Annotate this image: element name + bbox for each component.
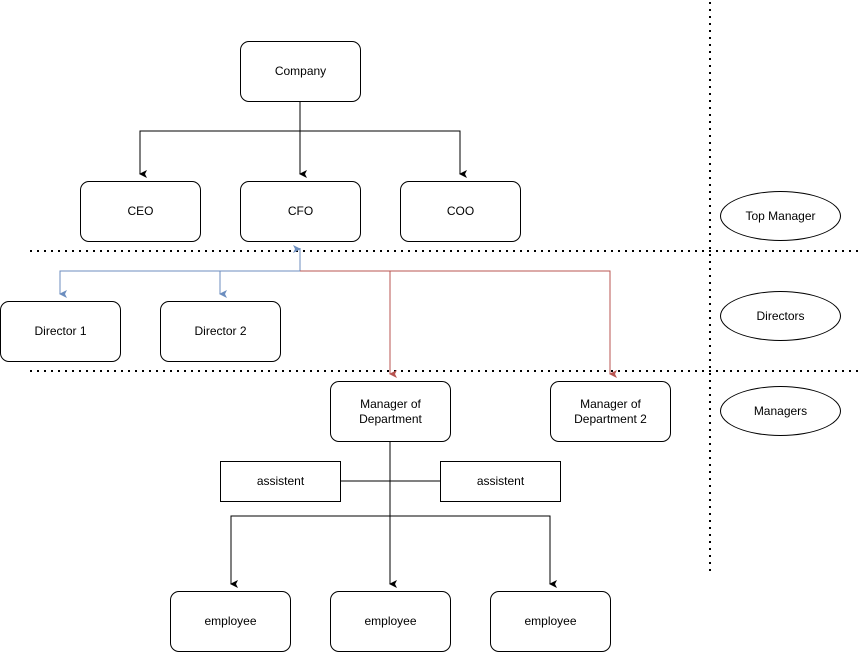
node-assistent-right[interactable]: assistent [440, 461, 561, 502]
connector-company-coo [300, 130, 467, 178]
level-label-top-manager: Top Manager [720, 191, 841, 241]
node-manager-of-department[interactable]: Manager of Department [330, 381, 451, 442]
connector-company-ceo [139, 101, 301, 178]
node-employee-1[interactable]: employee [170, 591, 291, 652]
node-employee-2[interactable]: employee [330, 591, 451, 652]
node-employee-3[interactable]: employee [490, 591, 611, 652]
node-coo[interactable]: COO [400, 181, 521, 242]
level-label-managers: Managers [720, 386, 841, 436]
connector-cfo-manager2 [390, 270, 617, 378]
node-ceo[interactable]: CEO [80, 181, 201, 242]
connector-manager-employee3 [390, 515, 557, 588]
connector-cfo-manager1 [300, 270, 397, 378]
connector-manager-employee1 [230, 515, 390, 588]
node-cfo[interactable]: CFO [240, 181, 361, 242]
node-assistent-left[interactable]: assistent [220, 461, 341, 502]
node-director-1[interactable]: Director 1 [0, 301, 121, 362]
connector-cfo-director1 [59, 248, 301, 298]
node-director-2[interactable]: Director 2 [160, 301, 281, 362]
node-manager-of-department-2[interactable]: Manager of Department 2 [550, 381, 671, 442]
level-label-directors: Directors [720, 291, 841, 341]
node-company[interactable]: Company [240, 41, 361, 102]
